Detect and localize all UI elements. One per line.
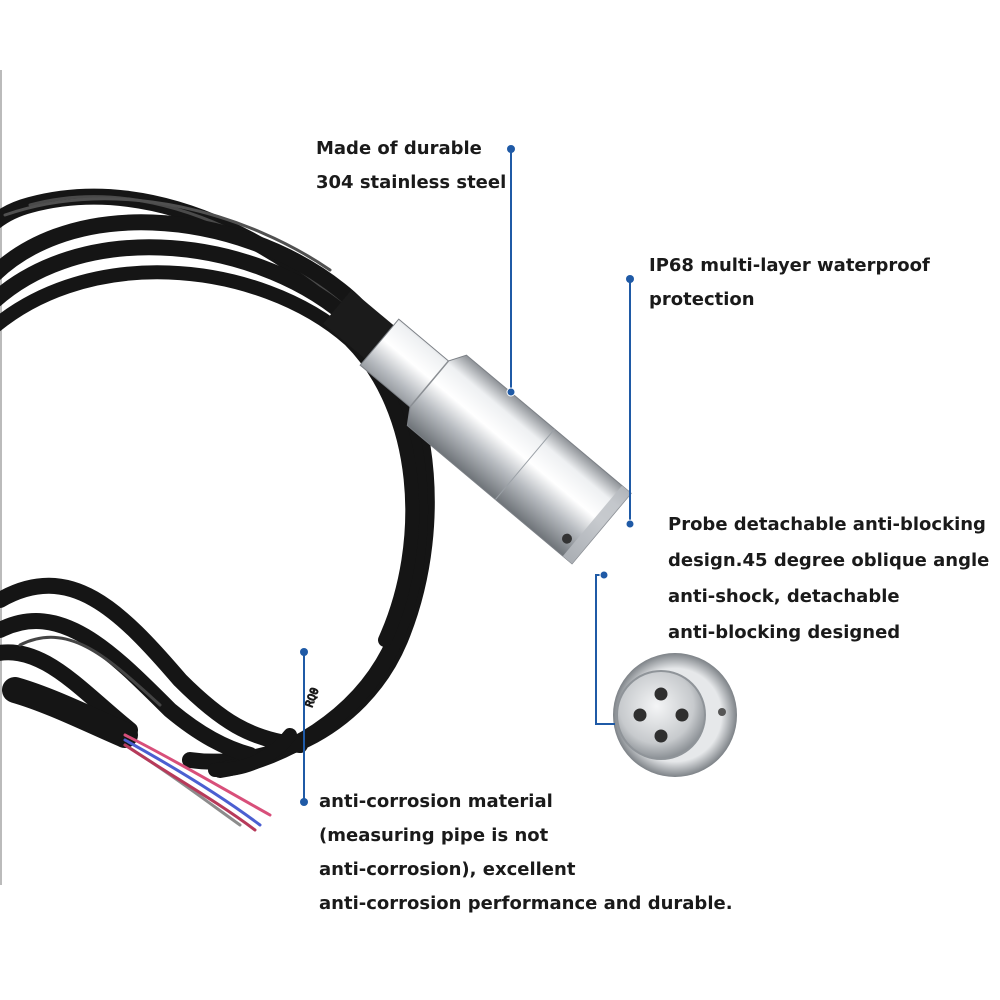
dot-steel-bottom [506, 387, 516, 397]
callout-anti-corrosion: anti-corrosion material (measuring pipe … [319, 785, 733, 921]
callout-line: protection [649, 289, 755, 310]
dot-waterproof-bottom [625, 519, 635, 529]
dot-corrosion-top [300, 648, 308, 656]
dot-steel-top [507, 145, 515, 153]
cable-coil: RQ0 [0, 188, 435, 778]
callout-dots [300, 145, 635, 806]
callout-leaders [303, 149, 631, 802]
leader-probe [595, 574, 615, 725]
callout-line: anti-blocking designed [668, 622, 901, 643]
callout-waterproof: IP68 multi-layer waterproof protection [649, 249, 930, 317]
svg-text:RQ0: RQ0 [303, 686, 322, 709]
probe-face-detail [613, 653, 737, 777]
callout-line: Probe detachable anti-blocking [668, 514, 986, 535]
callout-probe-design: Probe detachable anti-blocking design.45… [668, 507, 989, 651]
callout-line: 304 stainless steel [316, 172, 507, 193]
stainless-probe [323, 289, 632, 565]
dot-probe [599, 570, 609, 580]
callout-line: design.45 degree oblique angle [668, 550, 990, 571]
callout-line: anti-corrosion performance and durable. [319, 893, 733, 914]
callout-line: IP68 multi-layer waterproof [649, 255, 930, 276]
callout-line: Made of durable [316, 138, 482, 159]
dot-waterproof-top [626, 275, 634, 283]
cable-wires [123, 733, 272, 832]
callout-line: anti-corrosion material [319, 791, 553, 812]
callout-line: anti-corrosion), excellent [319, 859, 576, 880]
callout-line: (measuring pipe is not [319, 825, 549, 846]
dot-corrosion-bottom [300, 798, 308, 806]
callout-stainless-steel: Made of durable 304 stainless steel [316, 132, 506, 200]
callout-line: anti-shock, detachable [668, 586, 900, 607]
